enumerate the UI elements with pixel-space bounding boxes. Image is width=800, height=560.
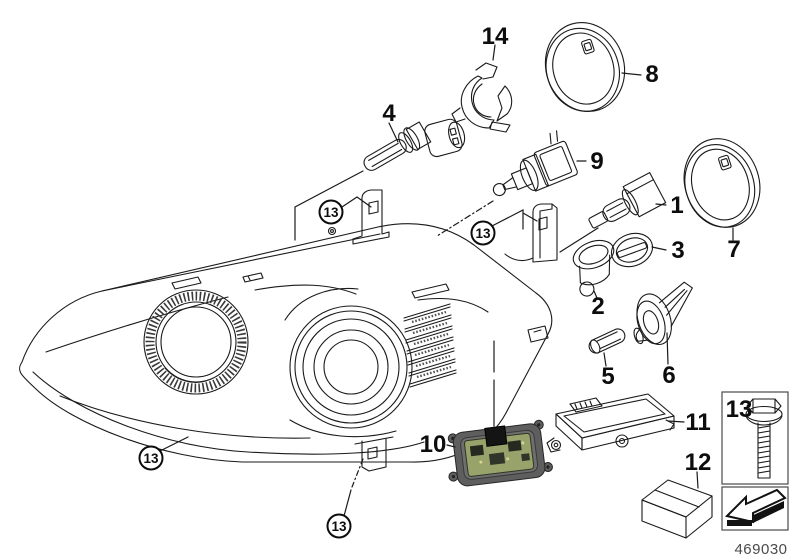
circled-callout-13-d[interactable]: 13 — [326, 513, 352, 539]
diagram-number: 469030 — [734, 541, 787, 558]
vent-fins — [403, 303, 457, 388]
callout-10[interactable]: 10 — [420, 431, 447, 458]
callout-11[interactable]: 11 — [685, 409, 710, 436]
callout-4[interactable]: 4 — [382, 100, 396, 127]
part-bulb-4 — [363, 118, 466, 171]
svg-text:13: 13 — [475, 226, 491, 241]
callout-3[interactable]: 3 — [671, 237, 684, 264]
circled-callout-13-a[interactable]: 13 — [318, 199, 344, 225]
callout-7[interactable]: 7 — [727, 236, 740, 263]
callout-1[interactable]: 1 — [670, 192, 683, 219]
circled-callouts: 13 13 13 13 — [138, 199, 496, 539]
callout-14[interactable]: 14 — [482, 23, 509, 50]
callout-6[interactable]: 6 — [662, 362, 675, 389]
legend-callout-13[interactable]: 13 — [726, 396, 753, 423]
part-headlight-assembly — [18, 189, 558, 472]
direction-arrow-icon — [725, 488, 787, 526]
part-led-module-10 — [447, 419, 553, 487]
part-bulb-socket-2 — [572, 239, 615, 297]
mount-bracket-top-right — [504, 203, 558, 263]
part-xenon-bulb-6 — [633, 281, 693, 346]
callout-5[interactable]: 5 — [601, 363, 614, 390]
callout-12[interactable]: 12 — [685, 449, 712, 476]
legend-box — [721, 391, 789, 531]
svg-text:13: 13 — [143, 451, 159, 466]
part-retaining-clip-14 — [451, 62, 513, 133]
circled-callout-13-c[interactable]: 13 — [138, 445, 164, 471]
svg-text:13: 13 — [331, 519, 347, 534]
mount-bracket-bottom — [354, 436, 394, 472]
part-trim-ring-7 — [683, 138, 761, 228]
part-box-12 — [641, 479, 713, 539]
svg-text:13: 13 — [323, 205, 339, 220]
callout-9[interactable]: 9 — [590, 148, 603, 175]
callout-8[interactable]: 8 — [645, 61, 658, 88]
circled-callout-13-b[interactable]: 13 — [470, 220, 496, 246]
callout-2[interactable]: 2 — [591, 293, 604, 320]
part-control-unit-11 — [546, 393, 675, 453]
part-bulb-1 — [588, 172, 667, 229]
part-adjuster-motor-9 — [492, 130, 578, 197]
part-bulb-5 — [588, 328, 626, 354]
part-cap-3 — [610, 232, 654, 268]
screw-illustration — [745, 398, 783, 479]
leader-lines — [159, 44, 734, 517]
part-trim-ring-8 — [544, 21, 626, 113]
mount-bracket-top-left — [352, 189, 390, 245]
